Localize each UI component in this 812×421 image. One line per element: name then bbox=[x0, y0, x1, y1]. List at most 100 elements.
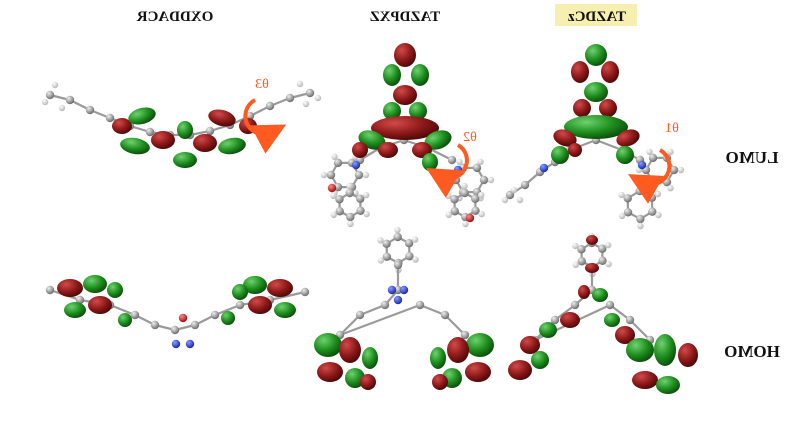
hydrogen-atom bbox=[478, 210, 485, 218]
hydrogen-atom bbox=[314, 94, 322, 102]
tazdpxz-homo-orbital bbox=[314, 226, 494, 390]
torsion-arrow-theta3: θ3 bbox=[243, 77, 287, 154]
orbital-lobe-positive bbox=[409, 102, 427, 120]
oxddacr-lumo-orbital bbox=[41, 80, 322, 168]
carbon-atom bbox=[636, 214, 645, 224]
orbital-lobe-positive bbox=[274, 302, 296, 318]
hydrogen-atom bbox=[331, 153, 338, 161]
carbon-atom bbox=[669, 165, 679, 175]
hydrogen-atom bbox=[394, 226, 401, 234]
nitrogen-atom bbox=[351, 160, 361, 170]
orbital-lobe-positive bbox=[654, 334, 676, 366]
carbon-atom bbox=[205, 126, 215, 136]
hydrogen-atom bbox=[302, 100, 310, 108]
tazdpxz-lumo-orbital bbox=[320, 43, 495, 228]
orbital-lobe-positive bbox=[107, 282, 123, 298]
hydrogen-atom bbox=[461, 182, 468, 190]
carbon-atom bbox=[355, 310, 365, 320]
orbital-lobe-positive bbox=[584, 82, 608, 102]
hydrogen-atom bbox=[456, 158, 463, 166]
orbital-lobe-positive bbox=[83, 275, 107, 293]
orbital-lobe-positive bbox=[243, 276, 267, 294]
hydrogen-atom bbox=[605, 241, 612, 249]
bond bbox=[213, 303, 242, 317]
hydrogen-atom bbox=[478, 191, 485, 199]
hydrogen-atom bbox=[411, 236, 419, 243]
hydrogen-atom bbox=[618, 191, 625, 199]
carbon-atom bbox=[145, 127, 155, 137]
orbital-lobe-negative bbox=[616, 129, 640, 147]
carbon-atom bbox=[404, 239, 414, 248]
orbital-lobe-negative bbox=[393, 85, 417, 105]
carbon-atom bbox=[648, 153, 658, 163]
carbon-atom bbox=[45, 285, 55, 295]
nitrogen-atom bbox=[171, 339, 181, 349]
torsion-arrow-theta3-path bbox=[243, 98, 287, 154]
bond bbox=[418, 303, 447, 317]
orbital-lobe-negative bbox=[568, 143, 582, 157]
torsion-arrow-theta2-path bbox=[426, 143, 469, 198]
hydrogen-atom bbox=[320, 171, 328, 179]
carbon-atom bbox=[440, 310, 450, 320]
orbital-lobe-negative bbox=[88, 296, 112, 314]
tazdcz-homo-orbital bbox=[508, 232, 698, 394]
nitrogen-atom bbox=[185, 339, 195, 349]
carbon-atom bbox=[170, 325, 180, 335]
carbon-atom bbox=[460, 188, 469, 198]
carbon-atom bbox=[471, 194, 480, 203]
orbital-lobe-negative bbox=[601, 61, 619, 83]
carbon-atom bbox=[450, 195, 459, 204]
carbon-atom bbox=[471, 206, 480, 215]
carbon-atom bbox=[300, 287, 310, 297]
oxygen-atom bbox=[327, 183, 337, 193]
hydrogen-atom bbox=[654, 190, 662, 198]
carbon-atom bbox=[393, 260, 403, 270]
carbon-atom bbox=[393, 285, 403, 295]
orbital-lobe-positive bbox=[626, 338, 654, 362]
orbital-lobe-negative bbox=[360, 374, 376, 390]
bond bbox=[628, 318, 652, 342]
carbon-atom bbox=[577, 257, 586, 266]
orbital-lobe-positive bbox=[128, 107, 156, 125]
bond bbox=[358, 303, 387, 317]
orbital-lobe-negative bbox=[352, 142, 368, 158]
bond bbox=[443, 313, 467, 337]
orbital-lobe-positive bbox=[177, 121, 193, 139]
torsion-label-theta3: θ3 bbox=[255, 77, 269, 92]
nitrogen-atom bbox=[539, 163, 549, 173]
hydrogen-atom bbox=[377, 237, 384, 244]
carbon-atom bbox=[450, 207, 459, 216]
orbital-lobe-positive bbox=[551, 146, 569, 164]
hydrogen-atom bbox=[510, 186, 518, 194]
oxddacr-homo-orbital bbox=[45, 275, 310, 349]
orbital-lobe-positive bbox=[362, 347, 378, 369]
orbital-lobe-negative bbox=[339, 337, 361, 363]
hydrogen-atom bbox=[646, 148, 653, 156]
orbital-lobe-negative bbox=[560, 312, 580, 328]
hydrogen-atom bbox=[346, 182, 353, 190]
orbital-lobe-negative bbox=[465, 362, 491, 382]
orbital-lobe-negative bbox=[193, 134, 217, 152]
hydrogen-atom bbox=[445, 192, 452, 200]
orbital-lobe-negative bbox=[578, 285, 590, 299]
carbon-atom bbox=[335, 207, 344, 216]
orbital-lobe-positive bbox=[64, 302, 86, 318]
column-title-oxddacr: OXDDACR bbox=[137, 9, 214, 25]
orbital-lobe-negative bbox=[432, 374, 448, 390]
hydrogen-atom bbox=[667, 148, 674, 156]
column-titles: OXDDACR TAZDPXZ TAZDCz bbox=[137, 4, 637, 26]
carbon-atom bbox=[605, 300, 615, 310]
orbital-lobe-positive bbox=[466, 333, 494, 357]
orbital-lobe-positive bbox=[531, 351, 549, 369]
row-label-homo: HOMO bbox=[724, 342, 780, 361]
orbital-lobe-positive bbox=[656, 376, 680, 394]
hydrogen-atom bbox=[572, 242, 579, 250]
carbon-atom bbox=[550, 315, 560, 325]
orbital-lobe-positive bbox=[232, 284, 248, 300]
hydrogen-atom bbox=[445, 211, 452, 219]
hydrogen-atom bbox=[51, 81, 59, 89]
carbon-atom bbox=[648, 207, 657, 216]
column-title-tazdcz: TAZDCz bbox=[568, 9, 626, 25]
orbital-lobe-positive bbox=[539, 322, 557, 338]
nitrogen-atom bbox=[387, 285, 397, 295]
